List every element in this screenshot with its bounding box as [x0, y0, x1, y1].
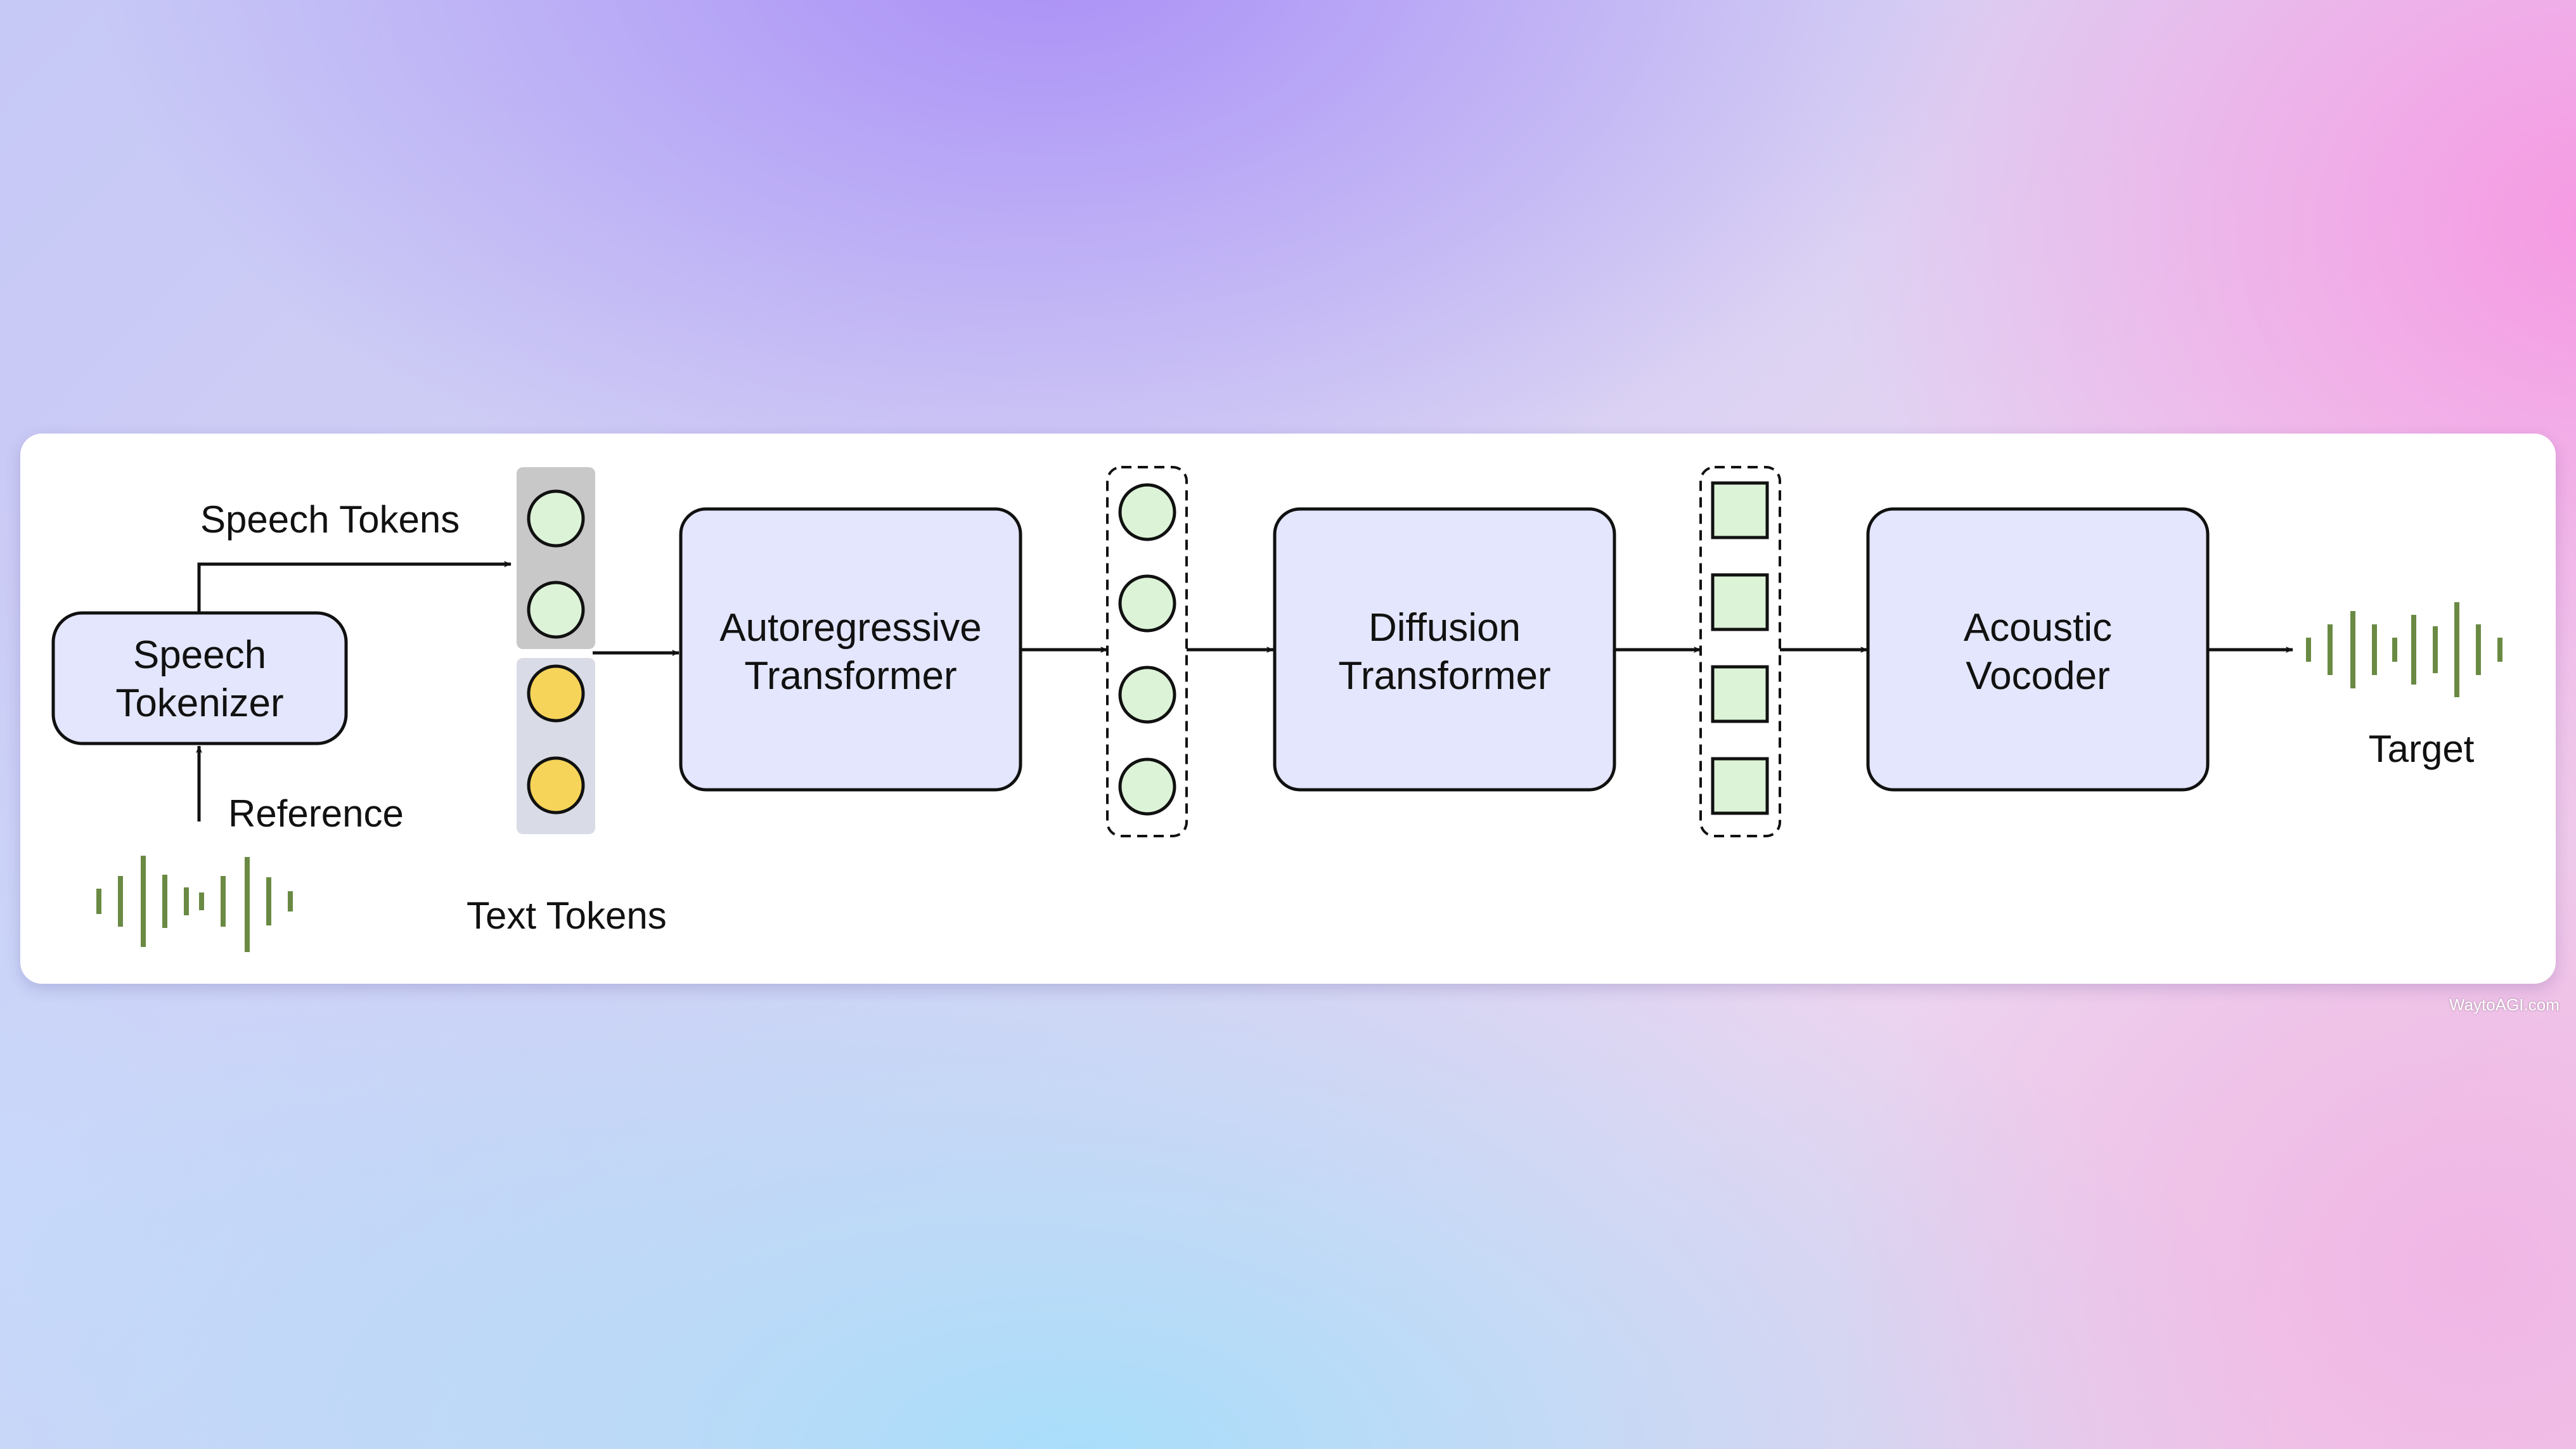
watermark: WaytoAGI.com	[2449, 995, 2560, 1014]
diffusion-transformer-label-line2: Transformer	[1338, 654, 1550, 698]
text-tokens-label: Text Tokens	[467, 894, 667, 937]
text-token	[527, 664, 585, 723]
speech-token	[527, 581, 585, 639]
diffusion-output-frame	[1711, 757, 1769, 815]
diffusion-output-frames-group	[1699, 466, 1781, 837]
reference-waveform-icon	[96, 856, 293, 952]
diffusion-output-frame	[1711, 665, 1769, 723]
ar-output-tokens-group	[1106, 466, 1188, 837]
speech-token	[527, 489, 585, 548]
diffusion-transformer-label-line1: Diffusion	[1368, 606, 1521, 650]
target-waveform-icon	[2306, 602, 2502, 697]
autoregressive-transformer-label-line1: Autoregressive	[719, 606, 982, 650]
diffusion-output-frame	[1711, 481, 1769, 539]
ar-output-token	[1118, 483, 1176, 541]
ar-output-token	[1118, 757, 1176, 816]
autoregressive-transformer-label-line2: Transformer	[744, 654, 956, 698]
acoustic-vocoder-label-line2: Vocoder	[1966, 654, 2110, 698]
tokenizer-to-speech-tokens-arrow	[197, 561, 512, 613]
ar-output-token	[1118, 574, 1176, 633]
reference-label: Reference	[228, 792, 404, 835]
text-token	[527, 756, 585, 815]
speech-tokens-label: Speech Tokens	[200, 498, 460, 541]
ar-output-token	[1118, 666, 1176, 724]
target-label: Target	[2369, 728, 2475, 770]
speech-tokenizer-label-line1: Speech	[133, 633, 266, 677]
diffusion-output-frame	[1711, 573, 1769, 631]
speech-tokenizer-label-line2: Tokenizer	[115, 681, 283, 725]
acoustic-vocoder-label-line1: Acoustic	[1964, 606, 2112, 650]
